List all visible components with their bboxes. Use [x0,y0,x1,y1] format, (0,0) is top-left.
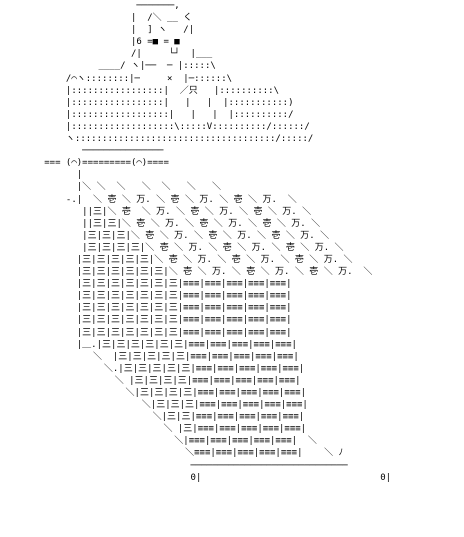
ascii-art-line: ───────────────────────────── [28,460,348,471]
ascii-art-line: |::::::::::::::::::| | | |::::::::::/ [28,109,294,120]
ascii-art-line: ＼ |三|三|三|三|三|≡≡≡|≡≡≡|≡≡≡|≡≡≡|≡≡≡| [28,351,299,362]
ascii-art-line: |:::::::::::::::::| ／只 |::::::::::\ [28,85,279,96]
ascii-art-line: |三|三|三|三|三|三|三|≡≡≡|≡≡≡|≡≡≡|≡≡≡|≡≡≡| [28,279,292,290]
ascii-art-line: ＼≡≡≡|≡≡≡|≡≡≡|≡≡≡|≡≡≡| ＼ ﾉ [28,448,344,459]
ascii-art-line: |三|三|三|三|三|三|＼ 壱 ＼ 万. ＼ 壱 ＼ 万. ＼ 壱 ＼ 万. … [28,267,373,278]
ascii-art-line: ─────────────── [28,146,164,157]
ascii-art-line: | /＼ __ く [28,13,193,24]
ascii-art-line: ───────, [28,1,180,11]
ascii-art: ───────, | /＼ __ く | ] ヽ /| |6 =■ = ■ /|… [28,0,391,484]
ascii-art-line: |＼ ＼ ＼ ＼ ＼ ＼ ＼ [28,182,222,193]
ascii-art-line: ||三|＼ 壱 ＼ 万. ＼ 壱 ＼ 万. ＼ 壱 ＼ 万. ＼ [28,206,312,217]
ascii-art-line: |三|三|三|三|三|三|三|≡≡≡|≡≡≡|≡≡≡|≡≡≡|≡≡≡| [28,291,292,302]
ascii-art-line: |:::::::::::::::::::\:::::V::::::::::/::… [28,121,310,132]
ascii-art-line: ＼|三|三|≡≡≡|≡≡≡|≡≡≡|≡≡≡|≡≡≡| [28,412,305,423]
ascii-art-line: |三|三|三|三|三|三|三|≡≡≡|≡≡≡|≡≡≡|≡≡≡|≡≡≡| [28,327,292,338]
ascii-art-line: |三|三|三|三|三|三|三|≡≡≡|≡≡≡|≡≡≡|≡≡≡|≡≡≡| [28,303,292,314]
ascii-art-line: | [28,170,83,181]
ascii-art-line: -.| ＼ 壱 ＼ 万. ＼ 壱 ＼ 万. ＼ 壱 ＼ 万. ＼ [28,194,297,205]
ascii-art-line: ＼.|三|三|三|三|三|≡≡≡|≡≡≡|≡≡≡|≡≡≡|≡≡≡| [28,363,305,374]
ascii-art-line: |＿.|三|三|三|三|三|三|≡≡≡|≡≡≡|≡≡≡|≡≡≡|≡≡≡| [28,339,297,350]
ascii-art-line: /| └┘ |___ [28,49,213,60]
ascii-art-line: ＼|三|三|三|≡≡≡|≡≡≡|≡≡≡|≡≡≡|≡≡≡| [28,400,308,411]
ascii-art-line: |三|三|三|三|＼ 壱 ＼ 万. ＼ 壱 ＼ 万. ＼ 壱 ＼ 万. ＼ [28,242,344,253]
ascii-art-line: |6 =■ = ■ [28,37,180,48]
ascii-art-line: 0| 0| [28,472,392,483]
ascii-art-line: ＼|≡≡≡|≡≡≡|≡≡≡|≡≡≡|≡≡≡| ＼ [28,436,317,447]
ascii-art-line: ヽ:::::::::::::::::::::::::::::::::::::/:… [28,134,314,145]
ascii-art-line: ＼ |三|≡≡≡|≡≡≡|≡≡≡|≡≡≡|≡≡≡| [28,424,307,435]
ascii-art-line: |三|三|三|三|三|三|三|≡≡≡|≡≡≡|≡≡≡|≡≡≡|≡≡≡| [28,315,292,326]
ascii-art-line: ＼|三|三|三|三|≡≡≡|≡≡≡|≡≡≡|≡≡≡|≡≡≡| [28,388,306,398]
ascii-art-line: ＼ |三|三|三|三|≡≡≡|≡≡≡|≡≡≡|≡≡≡|≡≡≡| [28,375,301,386]
ascii-art-line: | ] ヽ /| [28,25,195,36]
ascii-art-line: |三|三|三|＼ 壱 ＼ 万. ＼ 壱 ＼ 万. ＼ 壱 ＼ 万. ＼ [28,230,330,241]
ascii-art-line: ||三|三|＼ 壱 ＼ 万. ＼ 壱 ＼ 万. ＼ 壱 ＼ 万. ＼ [28,218,321,229]
ascii-art-line: |三|三|三|三|三|＼ 壱 ＼ 万. ＼ 壱 ＼ 万. ＼ 壱 ＼ 万. ＼ [28,254,353,265]
ascii-art-line: ____/ ヽ|── ─ |:::::\ [28,61,216,72]
ascii-art-line: === (⌒)=========(⌒)==== [28,158,169,169]
ascii-art-line: /⌒ヽ::::::::|─ × |─::::::\ [28,73,233,84]
ascii-art-line: |:::::::::::::::::| | | |:::::::::::) [28,97,294,108]
